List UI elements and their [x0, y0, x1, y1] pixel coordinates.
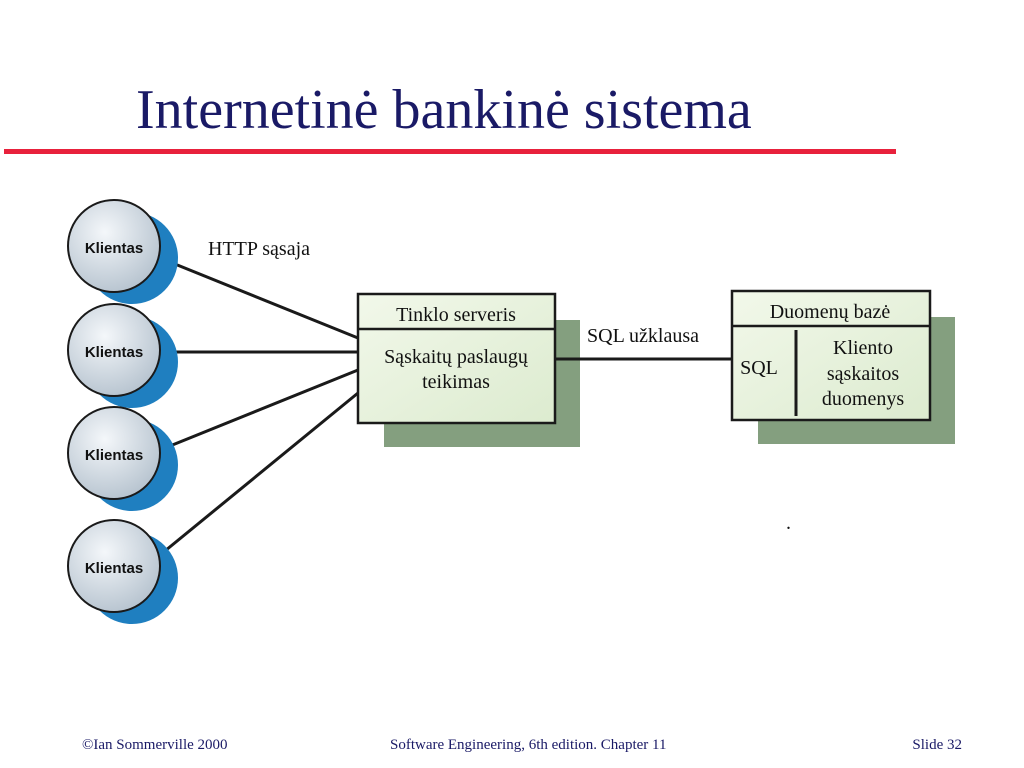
client-node-1: Klientas	[67, 199, 178, 304]
database-frame	[730, 289, 932, 422]
client-label: Klientas	[85, 447, 143, 464]
client-label: Klientas	[85, 344, 143, 361]
client-label: Klientas	[85, 240, 143, 257]
web-server-service-line1: Sąskaitų paslaugų	[384, 346, 529, 368]
client-circle	[67, 199, 161, 293]
title-underline	[4, 149, 896, 154]
client-label: Klientas	[85, 560, 143, 577]
page-title: Internetinė bankinė sistema	[136, 79, 752, 141]
client-node-2: Klientas	[67, 303, 178, 408]
client-node-3: Klientas	[67, 406, 178, 511]
database-data-line3: duomenys	[822, 388, 904, 410]
client-circle	[67, 519, 161, 613]
connector-client-3	[159, 368, 359, 452]
stray-mark: .	[786, 512, 791, 534]
database-header: Duomenų bazė	[770, 301, 891, 323]
footer-course: Software Engineering, 6th edition. Chapt…	[390, 737, 667, 753]
client-node-4: Klientas	[67, 519, 178, 624]
web-server-header: Tinklo serveris	[396, 304, 516, 326]
sql-query-label: SQL užklausa	[587, 325, 699, 347]
web-server-service-line2: teikimas	[422, 371, 490, 393]
database-data-line2: sąskaitos	[827, 363, 899, 385]
client-circle	[67, 406, 161, 500]
web-server-box: Tinklo serveris Sąskaitų paslaugų teikim…	[356, 292, 580, 447]
connector-client-4	[159, 391, 359, 557]
database-box: Duomenų bazė SQL Kliento sąskaitos duome…	[730, 289, 955, 444]
http-connections	[159, 256, 359, 557]
web-server-frame	[356, 292, 557, 425]
client-circle	[67, 303, 161, 397]
footer-slide-number: Slide 32	[912, 737, 962, 753]
connector-client-1	[159, 256, 359, 340]
footer-copyright: ©Ian Sommerville 2000	[82, 737, 228, 753]
http-interface-label: HTTP sąsaja	[208, 238, 310, 260]
database-data-line1: Kliento	[833, 337, 893, 359]
database-sql-label: SQL	[740, 357, 778, 379]
